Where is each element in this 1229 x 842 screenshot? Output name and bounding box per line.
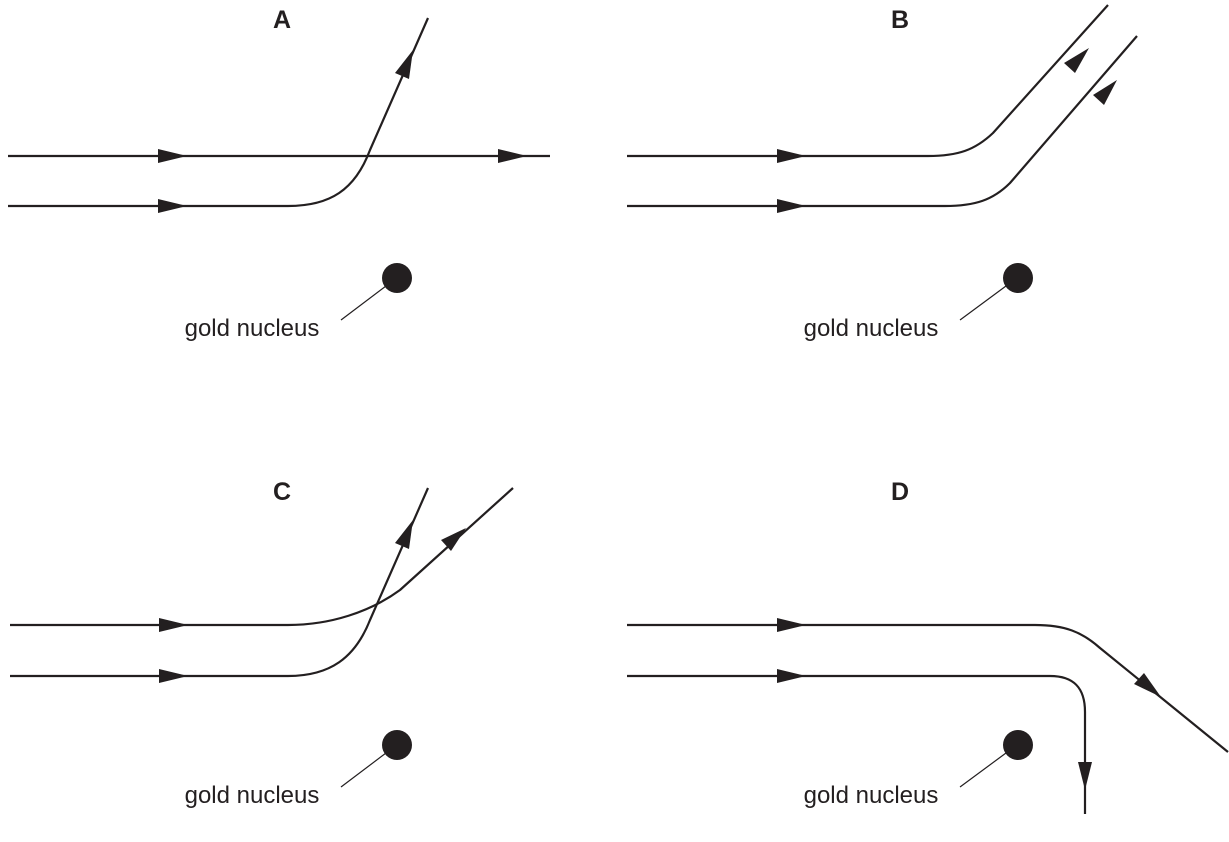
panel-b: B gold nucleus <box>627 4 1138 342</box>
panel-d-arrow-3 <box>777 669 806 683</box>
panel-a-arrow-4 <box>395 50 413 79</box>
panel-b-arrow-4 <box>1093 80 1117 105</box>
panel-b-gold-nucleus <box>1003 263 1033 293</box>
panel-b-path-upper <box>627 4 1109 158</box>
panel-a-path-deflected <box>8 17 430 208</box>
panel-a-arrow-2 <box>498 149 527 163</box>
panel-a: A gold nucleus <box>8 6 550 342</box>
panel-d-gold-nucleus <box>1003 730 1033 760</box>
panel-b-leader-line <box>959 285 1007 321</box>
panel-a-leader-line <box>340 285 387 321</box>
panel-d-path-upper <box>627 623 1229 753</box>
panel-c-letter: C <box>273 478 291 506</box>
panel-b-arrow-3 <box>777 199 806 213</box>
panel-a-gold-nucleus <box>382 263 412 293</box>
panel-a-arrow-3 <box>158 199 187 213</box>
panel-d-arrow-4 <box>1078 762 1092 790</box>
panel-c-arrow-2 <box>441 528 466 551</box>
panel-c-leader-line <box>340 752 387 788</box>
panel-d: D gold nucleus <box>627 478 1229 814</box>
panel-c-path-upper <box>10 487 514 627</box>
panel-c-arrow-4 <box>395 520 413 549</box>
panel-d-nucleus-label: gold nucleus <box>804 782 939 809</box>
panel-d-leader-line <box>959 752 1007 788</box>
panel-c-arrow-3 <box>159 669 188 683</box>
panel-d-arrow-2 <box>1134 673 1161 697</box>
panel-a-nucleus-label: gold nucleus <box>185 315 320 342</box>
panel-d-arrow-1 <box>777 618 806 632</box>
panel-b-path-lower <box>627 35 1138 208</box>
panel-c-arrow-1 <box>159 618 188 632</box>
panel-b-nucleus-label: gold nucleus <box>804 315 939 342</box>
panel-c-nucleus-label: gold nucleus <box>185 782 320 809</box>
panel-b-arrow-1 <box>777 149 806 163</box>
panel-b-arrow-2 <box>1064 48 1089 73</box>
panel-c: C gold nucleus <box>10 478 514 809</box>
panel-d-letter: D <box>891 478 909 506</box>
panel-c-path-lower <box>10 487 430 678</box>
panel-a-arrow-1 <box>158 149 187 163</box>
panel-d-path-lower <box>627 674 1087 814</box>
panel-c-gold-nucleus <box>382 730 412 760</box>
panel-a-letter: A <box>273 6 291 34</box>
panel-b-letter: B <box>891 6 909 34</box>
